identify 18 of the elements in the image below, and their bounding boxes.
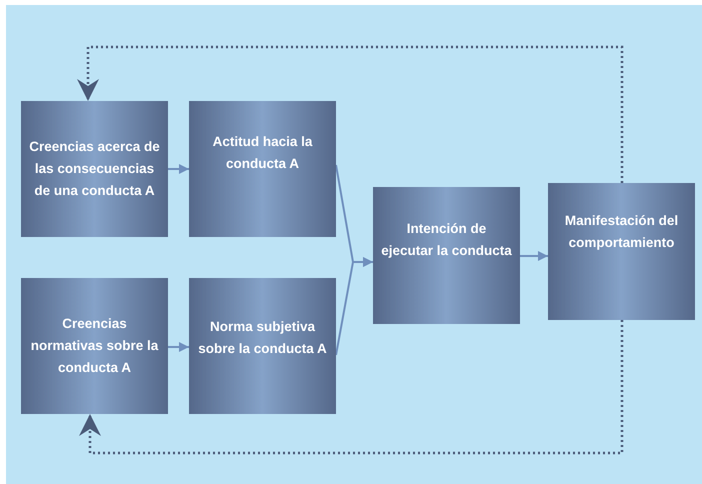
box-label: Intención de ejecutar la conducta	[381, 220, 512, 260]
arrow	[335, 257, 373, 356]
box-label: Norma subjetiva sobre la conducta A	[197, 318, 328, 358]
arrow	[168, 164, 189, 174]
process-box	[189, 101, 336, 237]
box-label: Creencias normativas sobre la conducta A	[30, 315, 160, 377]
box-label: Creencias acerca de las consecuencias de una conducta A	[29, 138, 160, 200]
process-box	[21, 278, 168, 414]
arrow	[79, 320, 624, 454]
box-label: Actitud hacia la conducta A	[212, 133, 314, 173]
process-box	[21, 101, 168, 237]
process-box	[373, 187, 520, 324]
arrow	[77, 46, 624, 183]
process-box	[548, 183, 695, 320]
box-label: Manifestación del comportamiento	[564, 212, 680, 252]
arrow	[520, 251, 548, 261]
process-box	[189, 278, 336, 414]
arrow	[168, 342, 189, 352]
